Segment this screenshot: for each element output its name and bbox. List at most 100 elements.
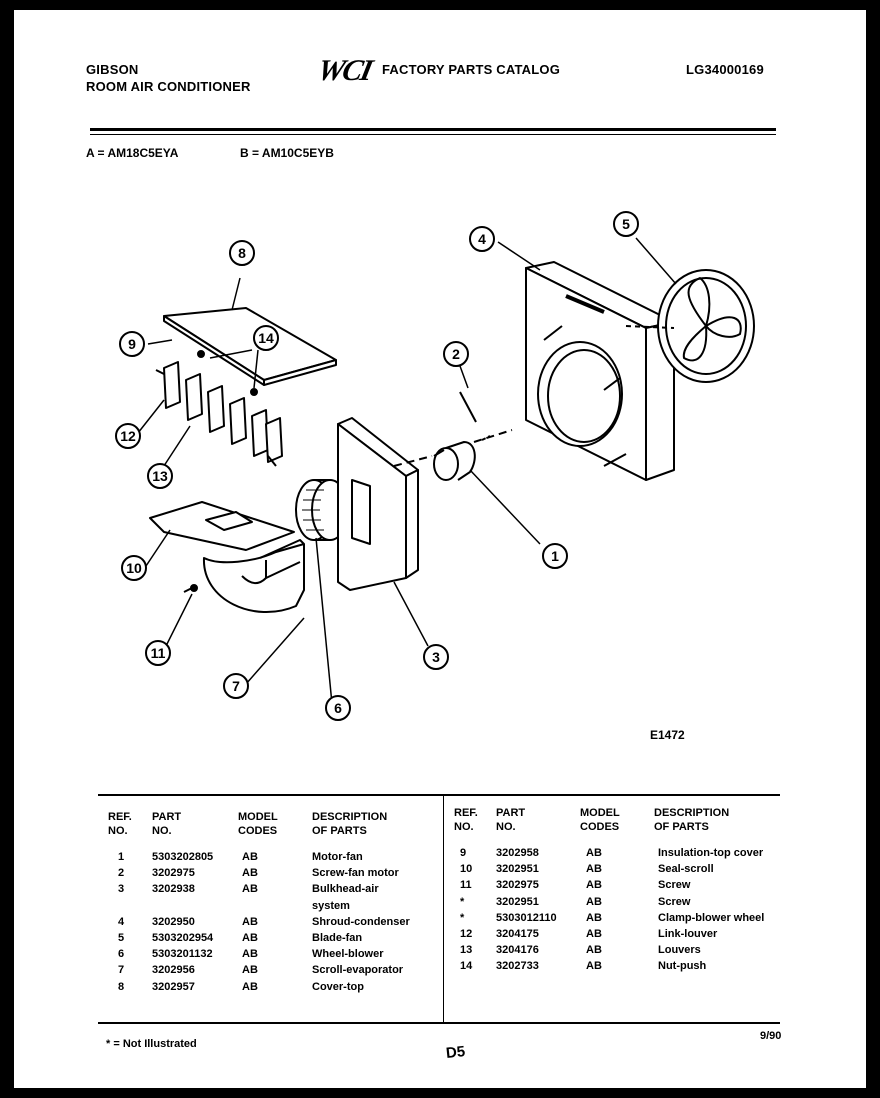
left-model-cell: AB — [242, 964, 258, 977]
callout-10: 10 — [121, 555, 147, 581]
left-desc-cell: Cover-top — [312, 980, 364, 993]
cover-top-part — [163, 307, 337, 386]
right-desc-cell: Link-louver — [658, 928, 718, 940]
header-rule-thin — [90, 134, 776, 135]
left-desc-cell: system — [312, 899, 350, 912]
right-desc-cell: Seal-scroll — [658, 863, 714, 876]
left-desc-cell: Screw-fan motor — [312, 867, 399, 880]
table-bottom-rule — [98, 1022, 780, 1024]
left-ref-cell: 8 — [118, 980, 125, 993]
blade-fan-part — [625, 269, 755, 383]
left-desc-header: DESCRIPTION OF PARTS — [312, 811, 388, 837]
left-desc-cell: Wheel-blower — [312, 948, 384, 961]
left-ref-cell: 3 — [118, 883, 125, 896]
svg-text:11: 11 — [151, 645, 166, 661]
right-ref-cell: * — [460, 895, 465, 908]
right-model-cell: AB — [586, 928, 602, 940]
page-number: D5 — [445, 1043, 467, 1062]
model-a: A = AM18C5EYA — [86, 146, 179, 160]
right-part-cell: 3204175 — [496, 928, 539, 940]
product-name: ROOM AIR CONDITIONER — [86, 79, 251, 94]
right-model-cell: AB — [586, 895, 602, 908]
svg-text:10: 10 — [126, 560, 142, 576]
right-part-cell: 3202958 — [496, 847, 539, 859]
right-part-cell: 3204176 — [496, 944, 539, 957]
exploded-parts-diagram: 1 2 3 4 5 6 7 8 9 10 11 12 13 14 — [115, 211, 755, 721]
left-model-cell: AB — [242, 851, 258, 863]
left-model-cell: AB — [242, 867, 258, 880]
document-number: LG34000169 — [686, 62, 764, 77]
left-ref-header: REF. NO. — [108, 811, 132, 837]
left-desc-cell: Shroud-condenser — [312, 915, 410, 928]
left-ref-cell: 6 — [118, 948, 125, 961]
callout-7: 7 — [223, 673, 249, 699]
callout-4: 4 — [469, 226, 495, 252]
left-part-header: PART NO. — [152, 811, 182, 837]
figure-id: E1472 — [650, 728, 685, 742]
right-model-cell: AB — [586, 944, 602, 957]
right-ref-cell: 12 — [460, 928, 473, 940]
right-ref-header: REF. NO. — [454, 807, 478, 833]
right-desc-cell: Clamp-blower wheel — [658, 911, 765, 924]
left-ref-cell: 1 — [118, 851, 125, 863]
right-ref-cell: * — [460, 911, 465, 924]
svg-text:3: 3 — [432, 649, 440, 665]
callout-13: 13 — [147, 463, 173, 489]
catalog-page: GIBSON ROOM AIR CONDITIONER WCI FACTORY … — [14, 10, 866, 1088]
right-ref-cell: 11 — [460, 879, 472, 892]
svg-text:13: 13 — [152, 468, 168, 484]
left-desc-cell: Scroll-evaporator — [312, 964, 404, 977]
left-model-cell: AB — [242, 948, 258, 961]
svg-text:14: 14 — [258, 330, 274, 346]
motor-fan-part — [393, 429, 513, 481]
callout-6: 6 — [325, 695, 351, 721]
callout-3: 3 — [423, 644, 449, 670]
left-model-cell: AB — [242, 883, 258, 896]
left-part-cell: 5303201132 — [152, 948, 213, 961]
right-desc-header: DESCRIPTION OF PARTS — [654, 807, 730, 833]
right-desc-cell: Screw — [658, 895, 691, 908]
scroll-evaporator-part — [202, 539, 305, 614]
callout-5: 5 — [613, 211, 639, 237]
svg-text:12: 12 — [120, 428, 136, 444]
left-part-cell: 3202950 — [152, 915, 195, 928]
right-part-cell: 3202733 — [496, 960, 539, 973]
left-part-cell: 3202938 — [152, 883, 195, 896]
left-desc-cell: Motor-fan — [312, 851, 363, 863]
left-part-cell: 3202957 — [152, 980, 195, 993]
svg-text:8: 8 — [238, 245, 246, 261]
callout-8: 8 — [229, 240, 255, 266]
right-ref-cell: 9 — [460, 847, 467, 859]
table-top-rule — [98, 794, 780, 796]
left-ref-cell: 5 — [118, 932, 125, 944]
left-part-cell: 5303202805 — [152, 851, 214, 863]
left-model-cell: AB — [242, 932, 258, 944]
left-model-cell: AB — [242, 980, 258, 993]
table-divider — [443, 796, 444, 1022]
right-model-cell: AB — [586, 879, 602, 892]
right-model-header: MODEL CODES — [580, 807, 620, 833]
callout-1: 1 — [542, 543, 568, 569]
right-part-cell: 3202951 — [496, 863, 539, 876]
screw-fan-motor-part — [459, 391, 477, 423]
right-ref-cell: 10 — [460, 863, 473, 876]
right-desc-cell: Nut-push — [658, 960, 707, 973]
svg-text:9: 9 — [128, 336, 136, 352]
right-model-cell: AB — [586, 847, 602, 859]
callout-12: 12 — [115, 423, 141, 449]
seal-scroll-part — [149, 501, 295, 551]
header-rule — [90, 128, 776, 131]
svg-text:5: 5 — [622, 216, 630, 232]
callout-11: 11 — [145, 640, 171, 666]
left-model-header: MODEL CODES — [238, 811, 278, 837]
left-model-cell: AB — [242, 915, 258, 928]
left-part-cell: 3202956 — [152, 964, 195, 977]
left-part-cell: 5303202954 — [152, 932, 214, 944]
revision-date: 9/90 — [760, 1030, 782, 1042]
right-part-cell: 3202975 — [496, 879, 539, 892]
right-part-cell: 5303012110 — [496, 911, 557, 924]
callout-2: 2 — [443, 341, 469, 367]
left-desc-cell: Blade-fan — [312, 932, 363, 944]
right-model-cell: AB — [586, 960, 602, 973]
svg-text:2: 2 — [452, 346, 460, 362]
